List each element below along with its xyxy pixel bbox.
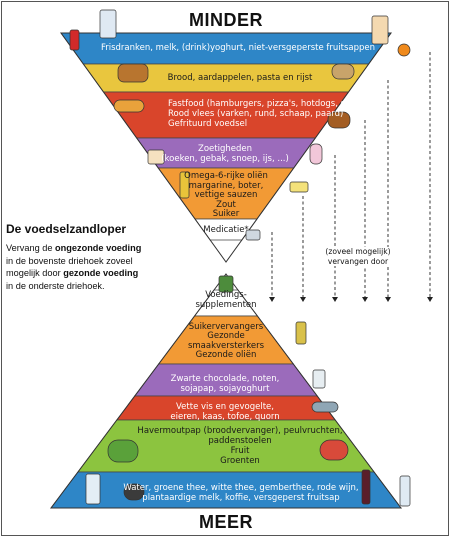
water-jug-icon bbox=[85, 473, 101, 505]
vegetables-icon bbox=[107, 439, 139, 463]
band-bottom-6-label: Water, groene thee, witte thee, gemberth… bbox=[96, 483, 386, 503]
cola-can-icon bbox=[69, 29, 80, 51]
bottom-triangle-outline bbox=[50, 273, 402, 509]
replace-label: (zoveel mogelijk) vervangen door bbox=[318, 247, 398, 266]
band-label-line: Gefrituurd voedsel bbox=[168, 119, 248, 129]
header-meer: MEER bbox=[198, 512, 253, 532]
juice-carton-icon bbox=[371, 15, 389, 45]
band-bottom-3-label: Zwarte chocolade, noten, sojapap, sojayo… bbox=[150, 374, 300, 394]
side-text-part: Vervang de bbox=[6, 243, 56, 253]
ice-cream-icon bbox=[309, 143, 323, 165]
cake-icon bbox=[147, 149, 165, 165]
potato-icon bbox=[331, 63, 355, 80]
band-top-3-label: Fastfood (hamburgers, pizza's, hotdogs, … bbox=[130, 99, 388, 129]
band-label-line: Zoetigheden bbox=[198, 144, 252, 154]
band-label-line: supplementen bbox=[195, 300, 257, 310]
side-text-emphasis: gezonde voeding bbox=[63, 268, 139, 278]
band-label-line: margarine, boter, bbox=[188, 180, 264, 191]
header-minder: MINDER bbox=[189, 10, 263, 30]
wine-bottle-icon bbox=[361, 469, 371, 505]
replace-arrow-head-3 bbox=[362, 297, 368, 302]
soy-milk-icon bbox=[312, 369, 326, 389]
water-bottle-icon bbox=[399, 475, 411, 507]
band-label-line: Gezonde oliën bbox=[195, 350, 257, 361]
milk-carton-icon bbox=[99, 9, 117, 39]
band-bottom-2-label: Suikervervangers Gezonde smaakversterker… bbox=[176, 322, 276, 361]
band-label-line: Brood, aardappelen, pasta en rijst bbox=[167, 73, 313, 83]
band-label-line: smaakversterkers bbox=[187, 340, 265, 351]
band-label-line: Omega-6-rijke oliën bbox=[184, 171, 268, 181]
bands-layer bbox=[50, 32, 402, 509]
side-text-part: in de onderste driehoek. bbox=[6, 280, 105, 291]
side-paragraph: Vervang de ongezonde voeding in de boven… bbox=[6, 242, 144, 292]
band-label-line: Suikervervangers bbox=[188, 322, 264, 332]
replace-label-line: (zoveel mogelijk) bbox=[325, 247, 391, 256]
top-triangle-outline bbox=[60, 32, 392, 263]
decoration-layer bbox=[69, 9, 411, 507]
fruit-icon bbox=[319, 439, 349, 461]
fish-icon bbox=[311, 401, 339, 413]
band-label-line: Gezonde bbox=[207, 331, 245, 342]
band-label-line: Frisdranken, melk, (drink)yoghurt, niet-… bbox=[100, 43, 376, 53]
arrows-layer bbox=[269, 52, 433, 302]
replace-label-line: vervangen door bbox=[327, 256, 389, 266]
orange-icon bbox=[397, 43, 411, 57]
band-label-line: Zwarte chocolade, noten, bbox=[170, 374, 280, 384]
band-top-1-label: Frisdranken, melk, (drink)yoghurt, niet-… bbox=[98, 43, 378, 53]
band-label-line: Fastfood (hamburgers, pizza's, hotdogs, … bbox=[168, 99, 374, 109]
band-label-line: Fruit bbox=[230, 446, 250, 456]
band-label-line: Water, groene thee, witte thee, gemberth… bbox=[123, 483, 359, 493]
side-title: De voedselzandloper bbox=[6, 222, 127, 236]
band-bottom-4-label: Vette vis en gevogelte, eieren, kaas, to… bbox=[150, 402, 300, 422]
replace-arrow-head-5 bbox=[300, 297, 306, 302]
band-label-line: Medicatie* bbox=[203, 225, 249, 235]
replace-arrow-head-4 bbox=[332, 297, 338, 302]
band-label-line: Zout bbox=[216, 199, 236, 210]
band-label-line: plantaardige melk, koffie, versgeperst f… bbox=[142, 493, 340, 503]
band-label-line: eieren, kaas, tofoe, quorn bbox=[170, 412, 280, 422]
band-label-line: paddenstoelen bbox=[208, 436, 272, 446]
band-label-line: Rood vlees (varken, rund, schaap, paard) bbox=[168, 109, 344, 119]
band-top-5-label: Omega-6-rijke oliën margarine, boter, ve… bbox=[170, 171, 282, 220]
teapot-icon bbox=[123, 483, 145, 501]
band-top-6-label: Medicatie* bbox=[190, 225, 262, 235]
band-bottom-1-label: Voedings- supplementen bbox=[190, 290, 262, 310]
band-label-line: Suiker bbox=[212, 209, 240, 220]
replace-arrow-head-2 bbox=[385, 297, 391, 302]
band-label-line: Havermoutpap (broodvervanger), peulvruch… bbox=[137, 426, 343, 436]
oil-jar-icon bbox=[295, 321, 307, 345]
band-label-line: Vette vis en gevogelte, bbox=[176, 402, 274, 412]
supplement-jar-icon bbox=[218, 275, 234, 293]
replace-arrow-head-6 bbox=[269, 297, 275, 302]
butter-icon bbox=[289, 181, 309, 193]
band-label-line: sojapap, sojayoghurt bbox=[180, 384, 270, 394]
replace-arrow-head-1 bbox=[427, 297, 433, 302]
bread-icon bbox=[117, 63, 149, 83]
band-label-line: Groenten bbox=[220, 456, 260, 466]
side-text-emphasis: ongezonde voeding bbox=[55, 243, 142, 253]
band-bottom-5-label: Havermoutpap (broodvervanger), peulvruch… bbox=[120, 426, 360, 466]
side-text-part: in de bovenste driehoek zoveel mogelijk … bbox=[6, 255, 133, 279]
band-label-line: (koeken, gebak, snoep, ijs, ...) bbox=[161, 154, 289, 164]
oil-bottle-icon bbox=[179, 171, 190, 199]
pill-box-icon bbox=[245, 229, 261, 241]
burger-icon bbox=[327, 111, 351, 129]
band-label-line: vettige sauzen bbox=[194, 190, 258, 201]
band-top-4-label: Zoetigheden (koeken, gebak, snoep, ijs, … bbox=[150, 144, 300, 164]
band-label-line: Voedings- bbox=[205, 290, 247, 300]
pizza-icon bbox=[113, 99, 145, 113]
band-top-2-label: Brood, aardappelen, pasta en rijst bbox=[130, 73, 350, 83]
side-explanation: De voedselzandloper Vervang de ongezonde… bbox=[6, 222, 144, 292]
